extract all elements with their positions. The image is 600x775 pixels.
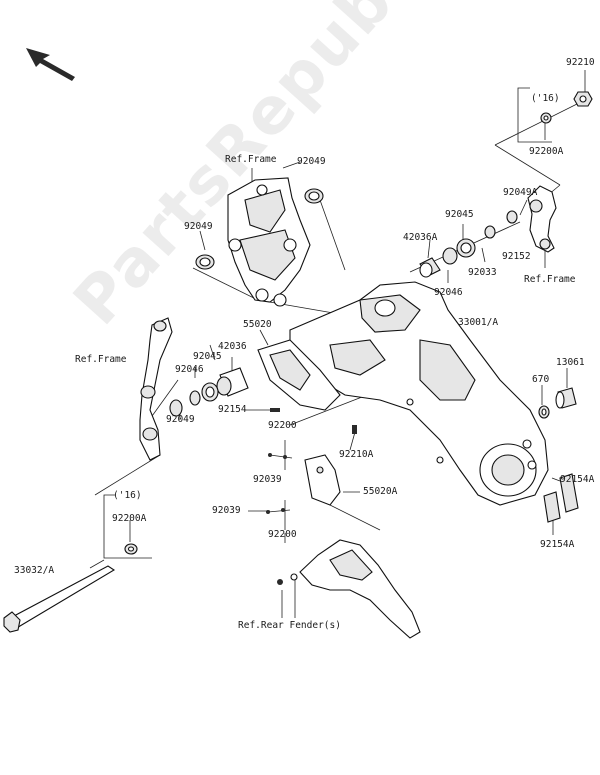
bearing-stack-left [169, 367, 249, 417]
o-ring-670 [538, 405, 550, 419]
upper-frame-bracket [227, 177, 311, 307]
left-frame-link [139, 317, 173, 461]
label-ref-frame-right: Ref.Frame [524, 274, 576, 285]
seal-92049-top [304, 188, 324, 204]
label-13061: 13061 [556, 357, 585, 368]
label-92200-b: 92200 [268, 529, 297, 540]
label-42036: 42036 [218, 341, 247, 352]
bolt-92210a [352, 425, 357, 434]
washer-92200a-top [540, 112, 552, 124]
pin-92039-b [266, 508, 291, 514]
bearing-stack-right [419, 210, 518, 278]
washer-92200a-bottom [124, 543, 138, 555]
right-frame-link [527, 185, 557, 253]
label-42036a: 42036A [403, 232, 438, 243]
pin-92039-a [268, 453, 293, 459]
chain-slider-55020 [257, 339, 341, 411]
label-year-16-bottom: ('16) [113, 490, 142, 501]
bolt-92154a-a [559, 473, 579, 513]
label-92049a: 92049A [503, 187, 538, 198]
bolt-92154a-b [543, 491, 561, 523]
label-year-16-top: ('16) [531, 93, 560, 104]
label-92210a: 92210A [339, 449, 374, 460]
label-92200-a: 92200 [268, 420, 297, 431]
label-33001a: 33001/A [458, 317, 499, 328]
label-92045-left: 92045 [193, 351, 222, 362]
label-92039-b: 92039 [212, 505, 241, 516]
label-33032a: 33032/A [14, 565, 55, 576]
label-92046-right: 92046 [434, 287, 463, 298]
collar-13061 [555, 387, 577, 409]
label-ref-rear-fender: Ref.Rear Fender(s) [238, 620, 341, 631]
guard-55020a [304, 454, 341, 506]
label-92200a-top: 92200A [529, 146, 564, 157]
label-92154: 92154 [218, 404, 247, 415]
label-92033: 92033 [468, 267, 497, 278]
swingarm-33001 [289, 281, 549, 506]
label-92200a-bottom: 92200A [112, 513, 147, 524]
label-92154a-a: 92154A [560, 474, 595, 485]
seal-92049-left [195, 254, 215, 270]
label-92210: 92210 [566, 57, 595, 68]
label-92045-right: 92045 [445, 209, 474, 220]
label-92049-lower: 92049 [166, 414, 195, 425]
label-55020a: 55020A [363, 486, 398, 497]
label-ref-frame-top: Ref.Frame [225, 154, 277, 165]
label-92039-a: 92039 [253, 474, 282, 485]
label-92152: 92152 [502, 251, 531, 262]
label-92049-left: 92049 [184, 221, 213, 232]
label-92049-top: 92049 [297, 156, 326, 167]
label-92154a-b: 92154A [540, 539, 575, 550]
pivot-shaft-33032 [3, 565, 116, 633]
bolt-92154 [270, 408, 280, 412]
nut-92210 [573, 91, 593, 107]
label-55020: 55020 [243, 319, 272, 330]
arrow-icon [26, 48, 75, 81]
rear-fender [277, 539, 421, 639]
label-ref-frame-left: Ref.Frame [75, 354, 127, 365]
label-92046-left: 92046 [175, 364, 204, 375]
label-670: 670 [532, 374, 550, 385]
